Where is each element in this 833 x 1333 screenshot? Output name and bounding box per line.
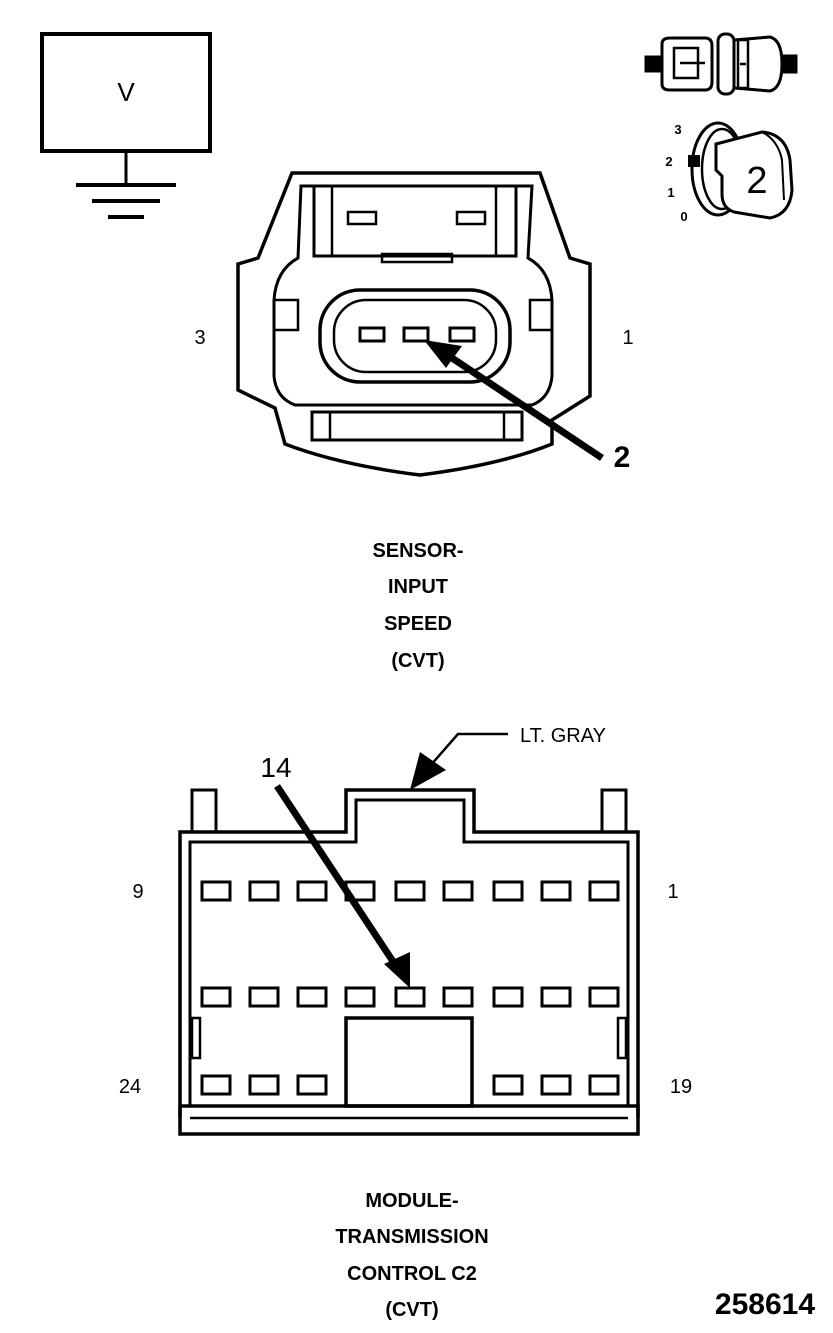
module-terminal (540, 1074, 572, 1096)
module-pin-bottom-left-label: 24 (119, 1076, 141, 1098)
module-title-line-3: CONTROL C2 (347, 1263, 477, 1285)
sensor-callout-label: 2 (614, 441, 631, 474)
module-terminal-row-middle (200, 986, 620, 1008)
module-terminal (248, 986, 280, 1008)
module-callout-arrow (274, 784, 410, 988)
module-terminal (540, 880, 572, 902)
sensor-title-line-2: INPUT (388, 576, 448, 598)
module-terminal (344, 986, 376, 1008)
sensor-pin-left-label: 3 (194, 327, 205, 349)
module-pin-top-left-label: 9 (132, 881, 143, 903)
sensor-title-line-1: SENSOR- (372, 540, 463, 562)
module-terminal (492, 986, 524, 1008)
key-position-0: 0 (680, 209, 687, 224)
module-callout-label: 14 (260, 752, 291, 783)
key-position-1: 1 (667, 185, 674, 200)
module-terminal (248, 1074, 280, 1096)
module-terminal (442, 880, 474, 902)
key-number: 2 (746, 160, 767, 202)
module-title-line-1: MODULE- (365, 1190, 458, 1212)
module-terminal (442, 986, 474, 1008)
voltmeter-icon (40, 32, 212, 219)
sensor-terminal-1 (448, 326, 476, 343)
sensor-pin-right-label: 1 (622, 327, 633, 349)
module-terminal (492, 1074, 524, 1096)
key-position-2: 2 (665, 154, 672, 169)
module-title: MODULE- TRANSMISSION CONTROL C2 (CVT) (335, 1190, 488, 1321)
module-terminal (200, 1074, 232, 1096)
sensor-terminal-3 (358, 326, 386, 343)
module-terminal (200, 880, 232, 902)
module-terminal (588, 1074, 620, 1096)
module-terminal (540, 986, 572, 1008)
key-position-3: 3 (674, 122, 681, 137)
module-terminal-row-bottom (200, 1074, 620, 1096)
color-leader-arrow (410, 732, 508, 790)
module-terminal (296, 986, 328, 1008)
module-terminal (296, 880, 328, 902)
sensor-title: SENSOR- INPUT SPEED (CVT) (372, 540, 463, 672)
module-pin-top-right-label: 1 (667, 881, 678, 903)
module-terminal (200, 986, 232, 1008)
module-terminal (296, 1074, 328, 1096)
module-pin-bottom-right-label: 19 (670, 1076, 692, 1098)
connector-disconnect-icon (644, 32, 798, 96)
module-title-line-2: TRANSMISSION (335, 1226, 488, 1248)
module-terminal-row-top (200, 880, 620, 902)
ground-icon (76, 183, 176, 219)
module-terminal (248, 880, 280, 902)
module-terminal (394, 880, 426, 902)
module-terminal (588, 986, 620, 1008)
figure-number: 258614 (715, 1288, 815, 1321)
module-terminal (492, 880, 524, 902)
sensor-title-line-3: SPEED (384, 613, 452, 635)
module-color-label: LT. GRAY (520, 725, 606, 747)
ignition-key-icon (688, 121, 794, 220)
module-terminal (394, 986, 426, 1008)
sensor-callout-arrow (424, 340, 604, 461)
voltmeter-label: V (117, 77, 135, 107)
module-terminal (588, 880, 620, 902)
sensor-connector-face (236, 171, 592, 477)
module-title-line-4: (CVT) (385, 1299, 438, 1321)
sensor-terminal-2 (402, 326, 430, 343)
sensor-title-line-4: (CVT) (391, 650, 444, 672)
